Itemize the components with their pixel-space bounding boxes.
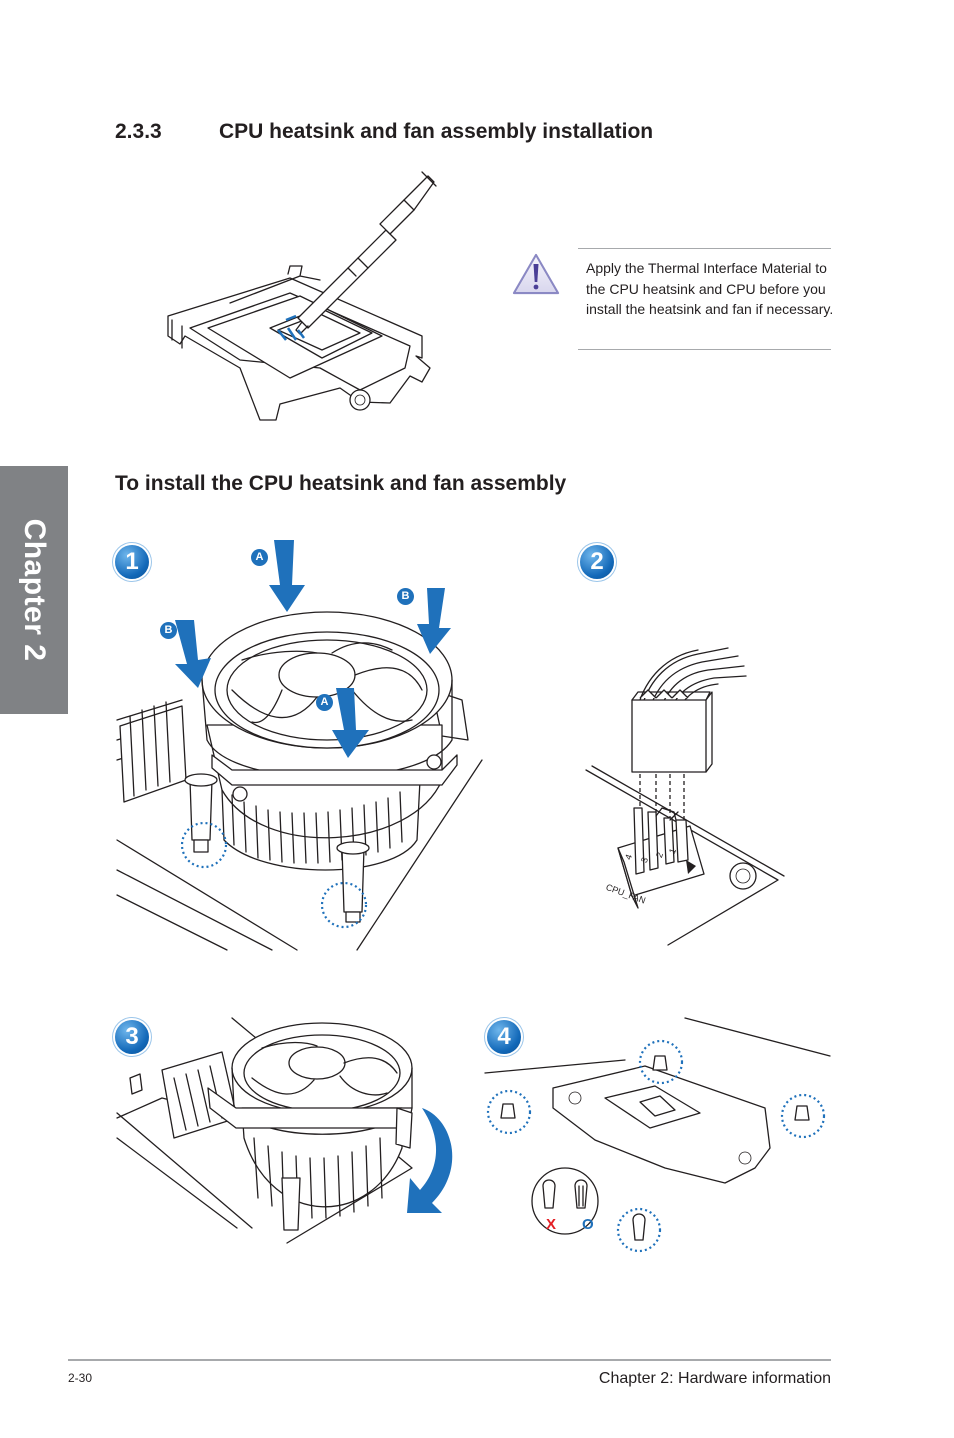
step-2-fan-connector-illustration [585,647,785,946]
step-4-badge: 4 [487,1020,521,1054]
arrow-label-b-right: B [397,588,414,605]
page-number: 2-30 [68,1371,93,1385]
step-3-badge: 3 [115,1020,149,1054]
step-1-badge: 1 [115,545,149,579]
arrow-label-a-center: A [316,694,333,711]
section-title: CPU heatsink and fan assembly installati… [219,120,654,143]
step-3-heatsink-rotate-illustration [116,1017,453,1244]
footer-rule [68,1359,831,1361]
chapter-side-tab: Chapter 2 [0,466,68,714]
chapter-tab-label: Chapter 2 [18,518,51,662]
procedure-heading: To install the CPU heatsink and fan asse… [115,472,567,495]
footer-chapter-title: Chapter 2: Hardware information [598,1370,831,1387]
section-number: 2.3.3 [115,120,162,143]
step-4-fastener-check-illustration [484,1017,831,1253]
note-text: Apply the Thermal Interface Material to … [586,260,834,317]
step-1-heatsink-illustration [116,540,483,951]
arrow-label-b-left: B [160,622,177,639]
wrong-fastener-mark: X [546,1216,557,1233]
arrow-label-a-top: A [251,549,268,566]
step-2-badge: 2 [580,545,614,579]
warning-triangle-icon [512,252,560,296]
correct-fastener-mark: O [582,1216,594,1233]
note-box: Apply the Thermal Interface Material to … [578,248,834,350]
thermal-paste-illustration [167,171,437,421]
